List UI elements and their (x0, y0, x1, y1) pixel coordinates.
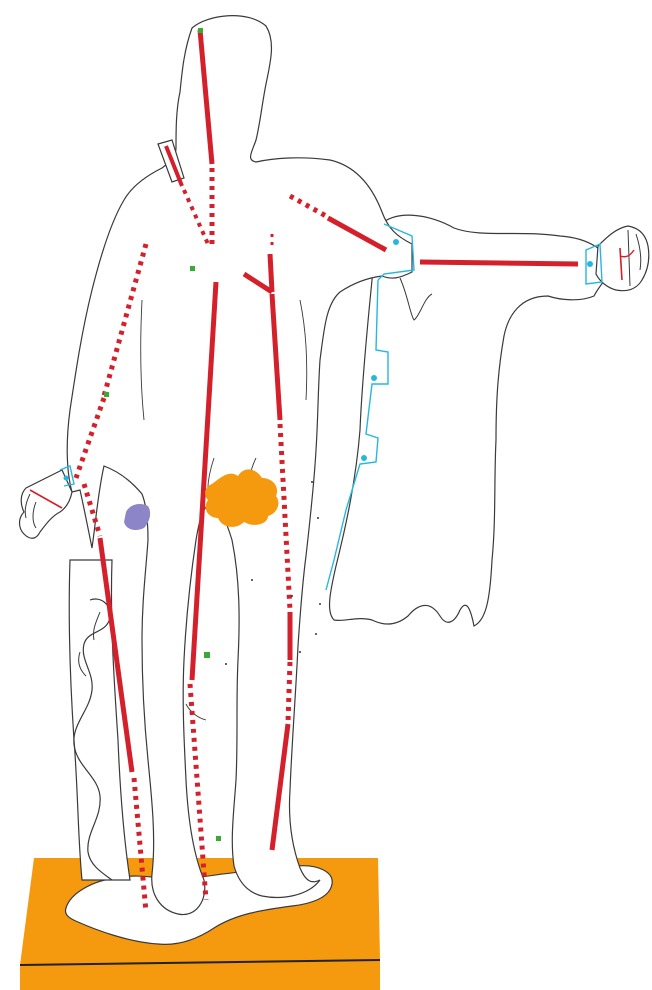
dot (291, 595, 293, 597)
green-marker (204, 652, 210, 658)
dot (225, 663, 227, 665)
green-marker (216, 836, 221, 841)
cyan-pin (393, 239, 399, 245)
dot (251, 579, 253, 581)
cyan-pin (371, 375, 377, 381)
cyan-pin (587, 261, 593, 267)
green-marker (104, 392, 109, 397)
purple-patch (124, 504, 150, 530)
dot (299, 651, 301, 653)
dot (311, 481, 313, 483)
cut-line (270, 254, 272, 292)
cut-line (420, 262, 578, 264)
green-marker (198, 28, 203, 33)
green-marker (190, 266, 195, 271)
dot (315, 633, 317, 635)
dot (319, 603, 321, 605)
cyan-pin (361, 455, 367, 461)
cyan-pin (64, 476, 69, 481)
left-hand-outline (20, 470, 73, 538)
tree-trunk-support (69, 560, 130, 880)
dot (317, 517, 319, 519)
